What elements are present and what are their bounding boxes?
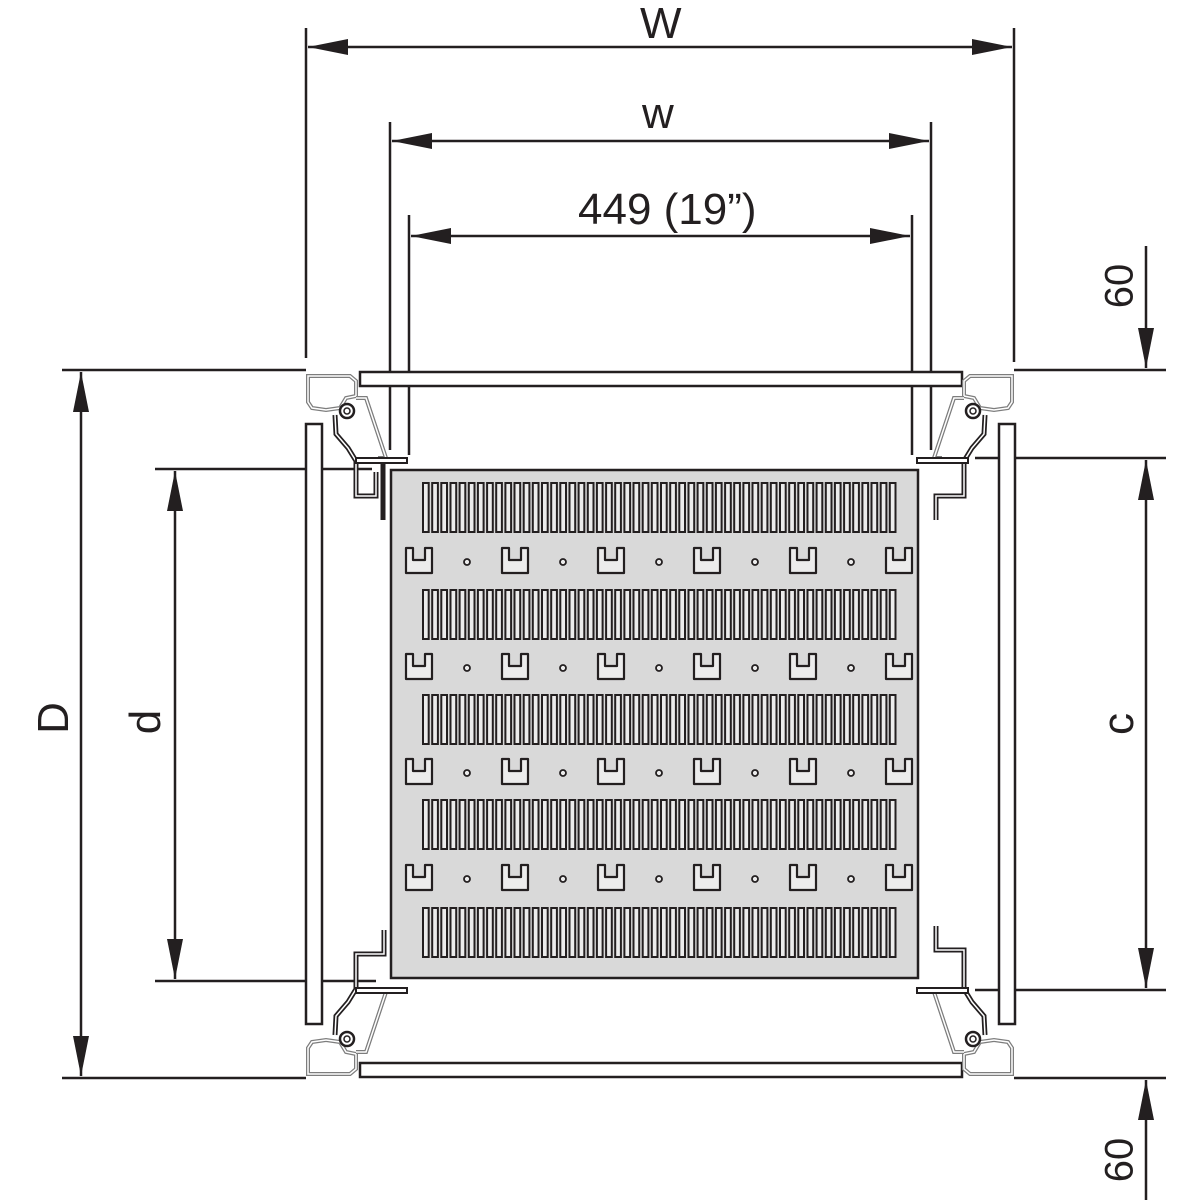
bracket-cutout	[692, 546, 722, 575]
mounting-hole	[559, 664, 567, 672]
slot-row	[422, 482, 897, 533]
bracket-cutout	[884, 863, 914, 892]
mounting-hole	[463, 664, 471, 672]
label-rear-offset: 60	[1097, 1137, 1142, 1183]
label-mounting-depth: c	[1094, 713, 1143, 735]
dimension-front-offset	[1014, 246, 1166, 372]
dimension-inner-width	[388, 122, 933, 450]
bracket-cutout	[596, 546, 626, 575]
mounting-hole	[751, 769, 759, 777]
bracket-cutout	[692, 652, 722, 681]
bracket-cutout	[404, 546, 434, 575]
bracket-cutout	[596, 863, 626, 892]
ventilation-slot-rows	[422, 482, 897, 958]
bracket-cutout	[884, 757, 914, 786]
mounting-hole	[751, 875, 759, 883]
bracket-cutout	[692, 863, 722, 892]
bracket-cutout	[788, 546, 818, 575]
dimension-outer-width	[304, 28, 1016, 362]
slot-row	[422, 694, 897, 745]
bracket-cutout	[788, 863, 818, 892]
label-mounting-width: 449 (19”)	[578, 185, 757, 234]
front-rail	[358, 370, 964, 388]
left-side-panel	[304, 422, 324, 1026]
mounting-hole	[463, 769, 471, 777]
bracket-cutout	[500, 757, 530, 786]
bracket-cutout	[596, 652, 626, 681]
bracket-cutout	[404, 652, 434, 681]
bracket-cutout	[884, 652, 914, 681]
corner-profile-top-left	[306, 374, 408, 520]
mounting-hole	[559, 875, 567, 883]
rear-rail	[358, 1061, 964, 1079]
bracket-cutout	[788, 757, 818, 786]
cutout-row	[404, 546, 914, 575]
bracket-cutout	[500, 546, 530, 575]
mounting-hole	[559, 769, 567, 777]
bracket-cutout	[884, 546, 914, 575]
cutout-row	[404, 757, 914, 786]
label-inner-width: w	[642, 89, 674, 138]
cutout-row	[404, 863, 914, 892]
bracket-cutout	[500, 863, 530, 892]
label-front-offset: 60	[1097, 263, 1142, 309]
mounting-hole	[655, 769, 663, 777]
slot-row	[422, 799, 897, 850]
bracket-cutout	[500, 652, 530, 681]
frame-rails	[304, 370, 1017, 1079]
cutout-row	[404, 652, 914, 681]
slot-row	[422, 589, 897, 640]
label-outer-width: W	[640, 0, 682, 48]
dimension-shelf-depth	[155, 467, 376, 983]
mounting-hole	[751, 558, 759, 566]
bracket-cutout	[692, 757, 722, 786]
corner-profile-bottom-left	[306, 930, 408, 1076]
slot-row	[422, 907, 897, 958]
mounting-hole	[463, 875, 471, 883]
mounting-hole	[847, 769, 855, 777]
corner-profile-top-right	[916, 374, 1014, 520]
right-side-panel	[997, 422, 1017, 1026]
dimension-rear-offset	[1014, 1076, 1166, 1200]
dimension-outer-depth	[62, 368, 306, 1080]
label-outer-depth: D	[28, 702, 78, 734]
bracket-cutout	[596, 757, 626, 786]
label-shelf-depth: d	[121, 709, 171, 735]
mounting-cutout-rows	[404, 546, 914, 892]
mounting-hole	[655, 875, 663, 883]
mounting-hole	[847, 558, 855, 566]
mounting-hole	[655, 558, 663, 566]
corner-profile-bottom-right	[916, 926, 1014, 1076]
bracket-cutout	[788, 652, 818, 681]
mounting-hole	[463, 558, 471, 566]
mounting-hole	[847, 875, 855, 883]
mounting-hole	[751, 664, 759, 672]
bracket-cutout	[404, 863, 434, 892]
mounting-hole	[655, 664, 663, 672]
dimension-mounting-width	[407, 215, 914, 455]
mounting-hole	[559, 558, 567, 566]
bracket-cutout	[404, 757, 434, 786]
mounting-hole	[847, 664, 855, 672]
